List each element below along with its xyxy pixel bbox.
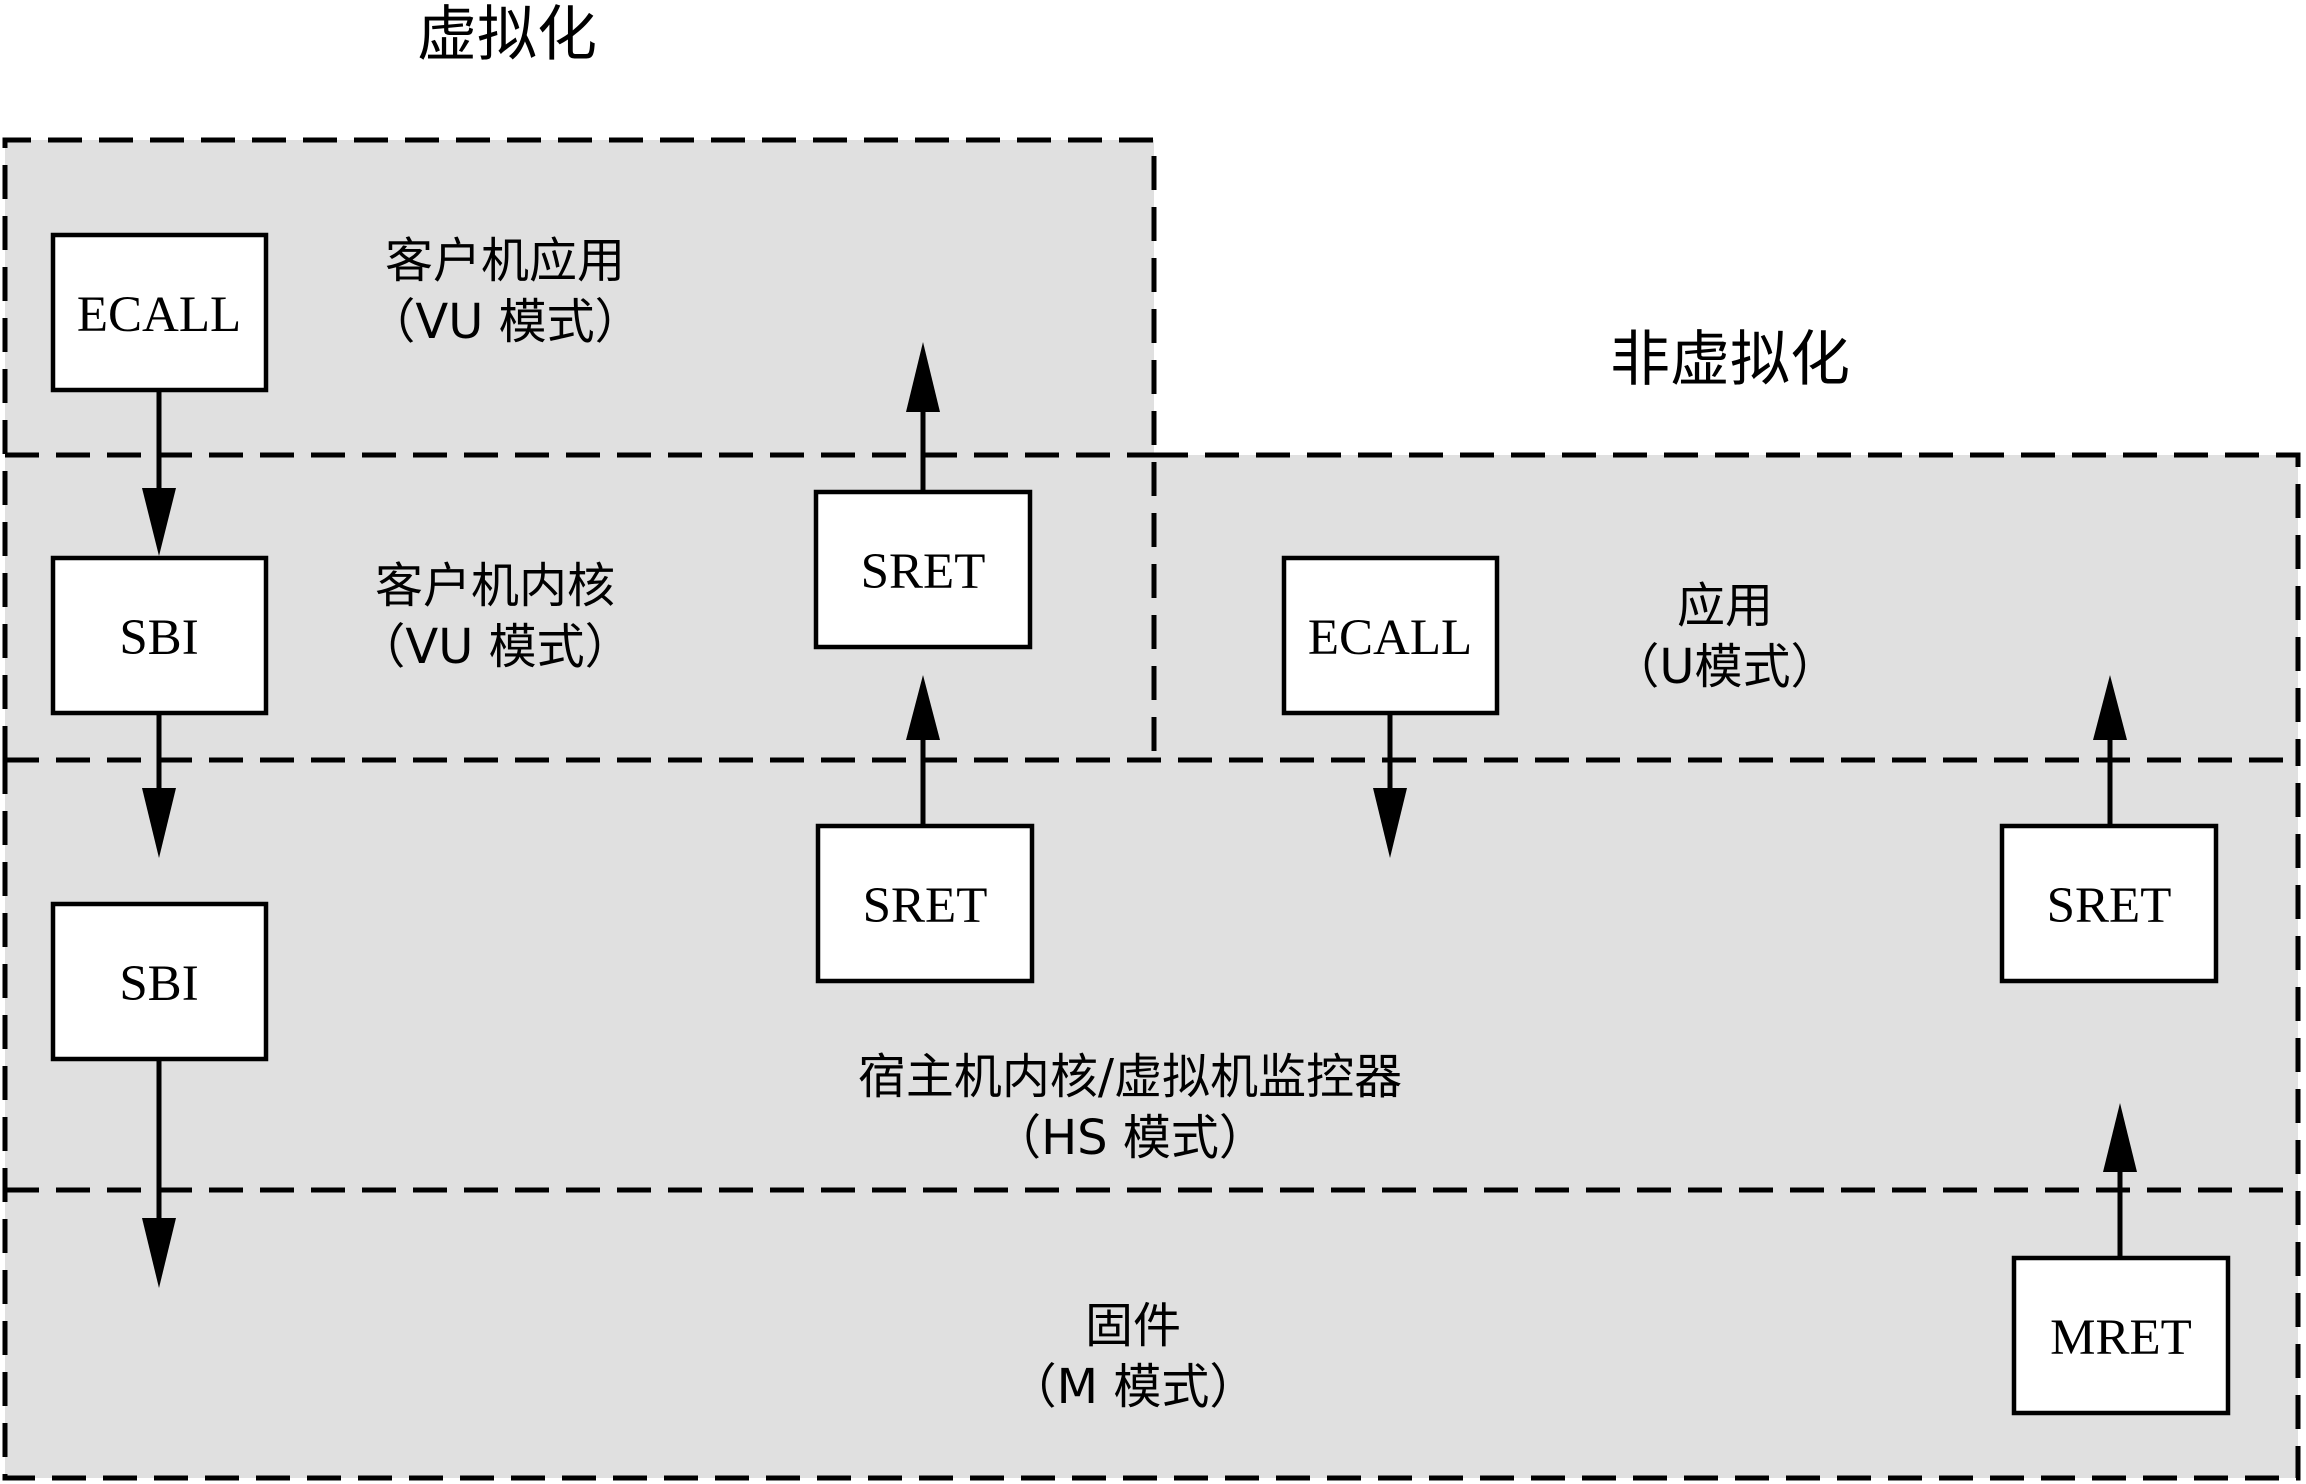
host-sret-left-arrow-head (906, 675, 940, 740)
guest-app-label: 客户机应用 (385, 233, 625, 289)
app-ecall-arrow-head (1373, 788, 1407, 858)
host-sret-right-box: SRET (1999, 823, 2219, 984)
app-ecall-box: ECALL (1281, 555, 1500, 716)
dashed-borders (2, 137, 2301, 1481)
host-sret-right-arrow-head (2093, 675, 2127, 740)
guest-sbi-box: SBI (50, 555, 269, 716)
host-sret-left-box: SRET (815, 823, 1035, 984)
virtualized-title: 虚拟化 (417, 0, 597, 70)
firmware-mode-label: （M 模式） (1009, 1359, 1258, 1415)
shaded-regions (5, 140, 2298, 1478)
guest-sbi-arrow-head (142, 788, 176, 858)
app-ecall-label: ECALL (1308, 610, 1472, 666)
host-sbi-box: SBI (50, 901, 269, 1062)
mret-arrow-head (2103, 1103, 2137, 1172)
fw-mret-box: MRET (2011, 1255, 2231, 1416)
guest-sret-box: SRET (813, 489, 1033, 650)
arrows (142, 342, 2137, 1288)
guest-ecall-label: ECALL (77, 287, 241, 343)
guest-ecall-arrow-head (142, 488, 176, 556)
non-virtualized-app-border (1154, 452, 2301, 760)
application-label: 应用 (1677, 578, 1773, 634)
host-region-fill (5, 760, 2298, 1190)
guest-kernel-mode-label: （VU 模式） (357, 619, 632, 675)
guest-app-mode-label: （VU 模式） (367, 294, 642, 350)
host-sret-left-label: SRET (863, 878, 988, 934)
guest-kernel-label: 客户机内核 (375, 558, 615, 614)
lower-outer-border (2, 760, 2301, 1481)
host-sbi-label: SBI (119, 956, 198, 1012)
guest-sret-label: SRET (861, 544, 986, 600)
guest-ecall-box: ECALL (50, 232, 269, 393)
guest-sbi-label: SBI (119, 610, 198, 666)
host-sbi-arrow-head (142, 1218, 176, 1288)
non-virtualized-title: 非虚拟化 (1610, 325, 1850, 395)
host-kernel-mode-label: （HS 模式） (993, 1110, 1267, 1166)
guest-sret-arrow-head (906, 342, 940, 412)
fw-mret-label: MRET (2050, 1310, 2192, 1366)
host-sret-right-label: SRET (2047, 878, 2172, 934)
host-kernel-label: 宿主机内核/虚拟机监控器 (858, 1049, 1402, 1105)
virtualized-outer-border (2, 137, 1157, 760)
application-mode-label: （U模式） (1611, 639, 1838, 695)
firmware-label: 固件 (1085, 1298, 1181, 1354)
firmware-region-fill (5, 1190, 2298, 1478)
